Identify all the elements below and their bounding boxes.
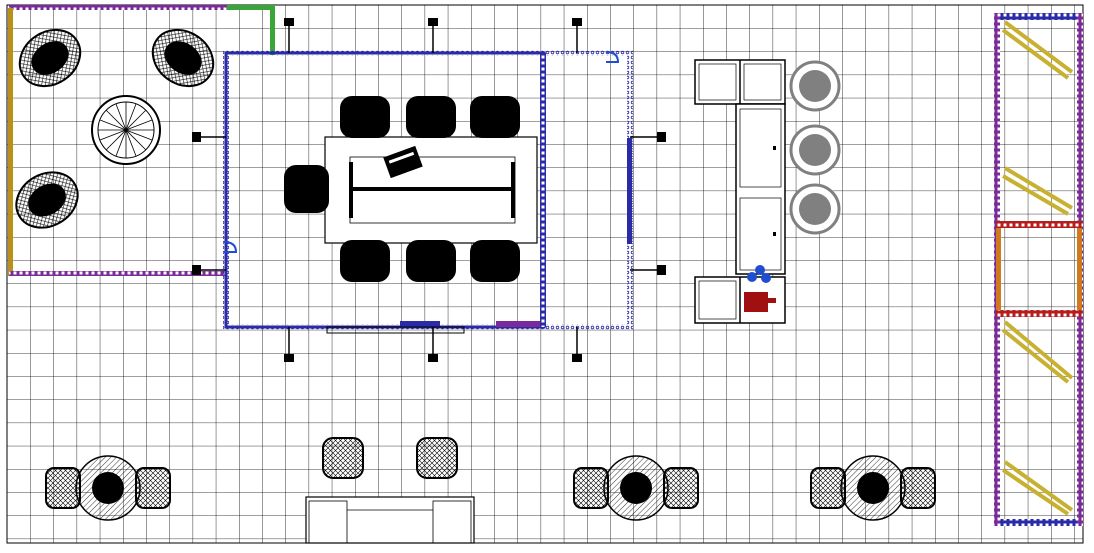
lounge-chair-icon [789,60,841,112]
round-table-icon [91,95,161,165]
booth-bottom-accent-purple [496,321,540,327]
spotlight-icon [192,265,226,275]
office-chair-icon [470,240,520,282]
booth-bottom-accent [400,321,440,327]
egg-chair-icon [151,28,215,88]
lounge-chair-icon [789,183,841,235]
truss-column-orange [1077,228,1082,310]
office-chair-icon [284,165,329,213]
truss-stair-icon [1001,460,1074,516]
lounge-chair-icon [789,124,841,176]
truss-tower-right [994,13,1083,526]
wicker-chair-icon [322,437,364,479]
office-chair-icon [340,96,390,138]
truss-stair-icon [1001,320,1074,384]
truss-post-green [270,5,275,55]
wicker-chair-icon [416,437,458,479]
office-chair-icon [470,96,520,138]
office-chair-icon [340,240,390,282]
spotlight-icon [428,18,438,53]
truss-beam-red [996,310,1082,317]
spotlight-icon [572,18,582,53]
spotlight-icon [572,327,582,362]
egg-chair-icon [15,171,79,229]
spotlight-icon [630,132,666,142]
truss-beam-red [996,221,1082,228]
spotlight-icon [284,327,294,362]
spotlight-icon [428,327,438,362]
office-chair-icon [406,96,456,138]
conference-booth [192,18,666,362]
conference-table-icon [324,136,538,244]
spotlight-icon [192,132,226,142]
lounge-set-icon [45,455,171,521]
lounge-set-icon [573,455,699,521]
truss-beam-green [227,5,275,10]
door-swing-icon [605,51,620,63]
laptop-icon [383,145,423,179]
booth-divider-truss [540,53,546,327]
lounge-area-top-left [8,5,275,276]
egg-chair-icon [18,28,82,88]
truss-beam-top [9,5,227,10]
plant-icon [747,265,771,283]
door-swing-icon [223,241,238,253]
waste-bin-icon [744,292,776,312]
lounge-set-icon [810,455,936,521]
counter-area [694,59,841,324]
spotlight-icon [284,18,294,53]
sofa-icon [305,496,475,544]
truss-stair-icon [1001,166,1074,216]
truss-stair-icon [1001,20,1074,80]
truss-beam [996,519,1082,526]
shelf-unit-icon [735,103,786,275]
truss-beam [996,13,1082,20]
spotlight-icon [630,265,666,275]
booth-right-wall [627,138,632,244]
booth-step [326,326,465,334]
truss-column-orange [996,228,1001,310]
office-chair-icon [406,240,456,282]
truss-beam-bottom [9,271,227,276]
shelf-unit-icon [694,59,786,105]
truss-column-left [8,8,13,276]
